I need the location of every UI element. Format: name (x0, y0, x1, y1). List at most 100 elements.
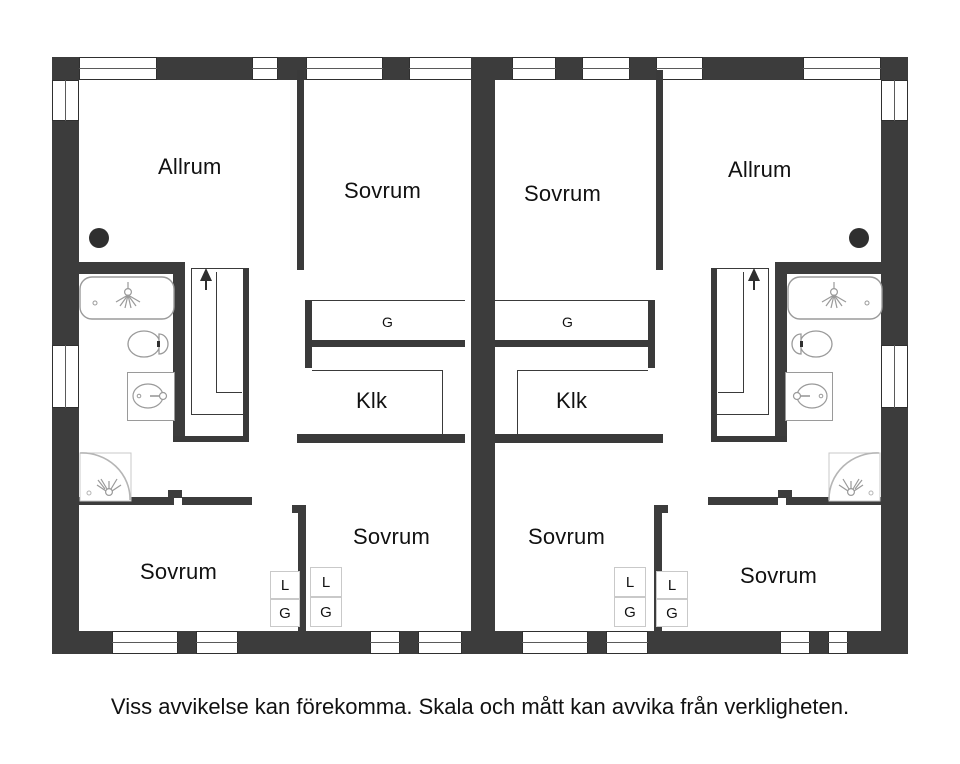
partition-bottom-sovrum-right (654, 505, 662, 633)
lower-divider-right-b (708, 497, 778, 505)
klk-right-thin-outline-v (517, 370, 518, 436)
window-top-8-mullion (803, 68, 881, 69)
right-wall-middle (881, 270, 908, 345)
direction-arrow-left-icon (200, 268, 212, 290)
bathroom-right-left-wall (775, 262, 787, 442)
top-wall-corner-left (52, 57, 79, 80)
hall-right-left-wall (711, 268, 717, 442)
hall-left-inner-outline-top (191, 268, 249, 269)
partition-bottom-sovrum-left (298, 505, 306, 633)
room-label-sovrum-top-left: Sovrum (344, 178, 421, 203)
window-top-1-mullion (79, 68, 157, 69)
bottom-wall-segment-3 (400, 631, 418, 654)
bottom-wall-segment-1 (178, 631, 196, 654)
window-bottom-5-mullion (522, 642, 588, 643)
corner-shower-left-icon (79, 452, 132, 502)
window-left-1-mullion (65, 80, 66, 121)
wardrobe-box-g-left-outer: G (270, 599, 300, 627)
room-label-allrum-left: Allrum (158, 154, 222, 179)
hall-right-inner-outline-bottom (711, 414, 769, 415)
left-wall-middle (52, 270, 79, 345)
wardrobe-box-g-right-outer: G (656, 599, 688, 627)
g-left-bottom-wall (305, 340, 465, 347)
closet-label-g-top-right: G (562, 314, 573, 330)
g-right-bottom-wall (495, 340, 655, 347)
central-party-wall (471, 57, 495, 637)
right-wall-lower (881, 408, 908, 640)
hall-right-inner-step-h (718, 392, 744, 393)
window-bottom-8-mullion (828, 642, 848, 643)
bathroom-right-top-wall (775, 262, 908, 274)
klk-right-bottom-wall (495, 434, 663, 443)
room-label-klk-left: Klk (356, 388, 388, 413)
bottom-wall-segment-2 (238, 631, 370, 654)
window-bottom-3-mullion (370, 642, 400, 643)
closet-label-g-top-left: G (382, 314, 393, 330)
window-top-7-mullion (656, 68, 703, 69)
room-label-sovrum-top-right: Sovrum (524, 181, 601, 206)
bottom-wall-segment-6 (648, 631, 780, 654)
hall-left-inner-outline-bottom (191, 414, 249, 415)
lower-divider-left-b (182, 497, 252, 505)
sink-right-icon (792, 383, 828, 409)
bathroom-left-top-wall (52, 262, 185, 274)
lower-divider-right-nub (778, 490, 792, 498)
disclaimer-caption: Viss avvikelse kan förekomma. Skala och … (110, 694, 850, 719)
room-label-sovrum-bottom-mid-right: Sovrum (528, 524, 605, 549)
window-top-6-mullion (582, 68, 630, 69)
column-dot-left (89, 228, 109, 248)
hall-right-inner-outline-top (711, 268, 769, 269)
hall-left-inner-step-v (216, 272, 217, 392)
window-bottom-2-mullion (196, 642, 238, 643)
klk-right-right-wall (648, 300, 655, 368)
left-wall-upper (52, 121, 79, 270)
left-wall-lower (52, 408, 79, 640)
klk-left-thin-outline-v (442, 370, 443, 436)
toilet-right-icon (791, 330, 833, 358)
hall-left-inner-step-h (216, 392, 242, 393)
wardrobe-box-g-right-inner: G (614, 597, 646, 627)
bottom-wall-segment-7 (810, 631, 828, 654)
hall-right-bottom-wall (711, 436, 787, 442)
g-right-thin-outline-top (495, 300, 648, 301)
g-left-thin-outline-top (312, 300, 465, 301)
window-top-5-mullion (512, 68, 556, 69)
wardrobe-box-l-left-inner: L (310, 567, 342, 597)
hall-right-inner-outline-right (768, 268, 769, 415)
corner-shower-right-icon (828, 452, 881, 502)
wardrobe-box-g-left-inner: G (310, 597, 342, 627)
toilet-left-icon (127, 330, 169, 358)
top-wall-segment-3 (383, 57, 409, 80)
partition-allrum-sovrum-right (656, 70, 663, 270)
window-bottom-1-mullion (112, 642, 178, 643)
partition-bottom-sovrum-left-nub (292, 505, 300, 513)
window-top-2-mullion (252, 68, 278, 69)
window-right-1-mullion (894, 80, 895, 121)
top-wall-segment-5 (556, 57, 582, 80)
klk-left-left-wall (305, 300, 312, 368)
top-wall-segment-6 (630, 57, 656, 80)
hall-left-right-wall (243, 268, 249, 442)
right-wall-upper (881, 121, 908, 270)
bathtub-left-icon (79, 276, 175, 320)
room-label-sovrum-bottom-mid-left: Sovrum (353, 524, 430, 549)
klk-left-thin-outline-h (312, 370, 443, 371)
direction-arrow-right-icon (748, 268, 760, 290)
bottom-wall-corner-left (52, 631, 112, 654)
partition-allrum-sovrum-left (297, 70, 304, 270)
room-label-sovrum-bottom-far-left: Sovrum (140, 559, 217, 584)
hall-left-inner-outline-left (191, 268, 192, 415)
wardrobe-box-l-left-outer: L (270, 571, 300, 599)
klk-left-bottom-wall (297, 434, 465, 443)
column-dot-right (849, 228, 869, 248)
partition-bottom-sovrum-right-nub (660, 505, 668, 513)
room-label-allrum-right: Allrum (728, 157, 792, 182)
window-bottom-6-mullion (606, 642, 648, 643)
window-bottom-4-mullion (418, 642, 462, 643)
room-label-klk-right: Klk (556, 388, 588, 413)
top-wall-segment-1 (157, 57, 252, 80)
window-top-4-mullion (409, 68, 487, 69)
hall-left-bottom-wall (173, 436, 249, 442)
hall-right-inner-step-v (743, 272, 744, 392)
